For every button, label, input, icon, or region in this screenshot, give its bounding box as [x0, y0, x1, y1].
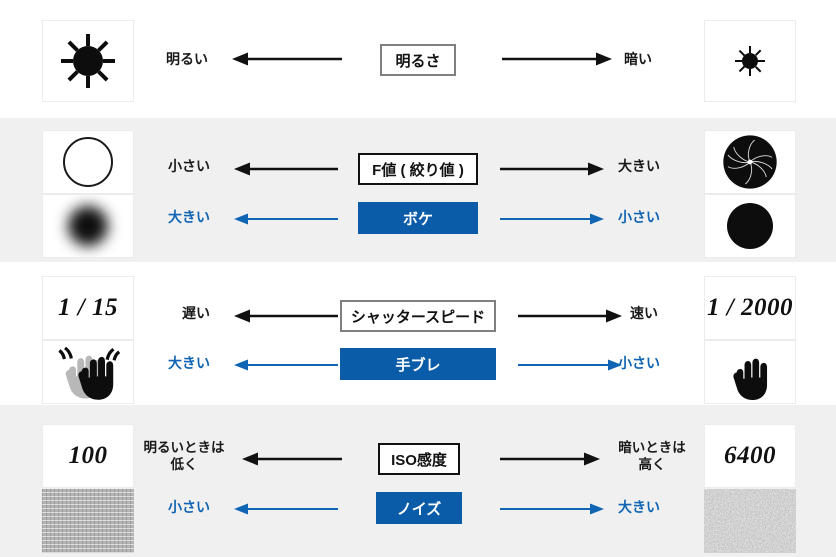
shutter-left-arrow: [234, 307, 338, 325]
bokeh-right-label: 小さい: [618, 209, 660, 226]
noise-right-arrow: [500, 501, 604, 517]
thumbnail-hand-steady: [704, 340, 796, 404]
shutter-right-value: 1 / 2000: [707, 294, 793, 321]
steady-hand-icon: [733, 358, 768, 400]
bokeh-center-label: ボケ: [358, 202, 478, 234]
thumbnail-hand-shake: [42, 340, 134, 404]
shake-center-label: 手ブレ: [340, 348, 496, 380]
bokeh-left-label: 大きい: [168, 209, 210, 226]
iso-right-label-line1: 暗いときは: [618, 440, 686, 455]
thumbnail-sun-large: [42, 20, 134, 102]
bokeh-right-arrow: [500, 211, 604, 227]
shutter-right-arrow: [518, 307, 622, 325]
band-aperture: [0, 118, 836, 262]
band-iso: [0, 405, 836, 557]
bokeh-blurred-circle-icon: [68, 206, 108, 246]
iso-right-label: 暗いときは 高く: [606, 440, 698, 478]
brightness-left-arrow: [232, 50, 342, 68]
band-shutter-speed: [0, 262, 836, 405]
iso-left-label-line2: 低く: [170, 456, 198, 472]
aperture-right-arrow: [500, 160, 604, 178]
iso-right-arrow: [500, 450, 600, 468]
brightness-center-label: 明るさ: [380, 44, 456, 76]
shaking-hand-icon: [58, 346, 121, 400]
thumbnail-shutter-fast-value: 1 / 2000: [704, 276, 796, 340]
iso-right-label-line2: 高く: [638, 456, 666, 472]
thumbnail-iso-low-value: 100: [42, 424, 134, 488]
shutter-right-label: 速い: [630, 305, 658, 322]
aperture-left-arrow: [234, 160, 338, 178]
thumbnail-sharp-circle: [704, 194, 796, 258]
iso-right-value: 6400: [724, 442, 776, 469]
shake-right-label: 小さい: [618, 355, 660, 372]
noise-center-label: ノイズ: [376, 492, 462, 524]
thumbnail-iso-high-value: 6400: [704, 424, 796, 488]
aperture-right-label: 大きい: [618, 158, 660, 175]
bokeh-left-arrow: [234, 211, 338, 227]
iso-left-label-line1: 明るいときは: [143, 440, 225, 455]
sun-small-icon: [733, 44, 767, 78]
shake-right-arrow: [518, 357, 622, 373]
aperture-left-label: 小さい: [168, 158, 210, 175]
high-noise-texture-icon: [704, 489, 796, 553]
brightness-right-label: 暗い: [624, 51, 652, 68]
aperture-closed-icon: [723, 135, 777, 189]
brightness-right-arrow: [502, 50, 612, 68]
thumbnail-aperture-open: [42, 130, 134, 194]
thumbnail-noise-high: [704, 489, 796, 553]
thumbnail-bokeh-large: [42, 194, 134, 258]
aperture-open-icon: [63, 137, 113, 187]
thumbnail-sun-small: [704, 20, 796, 102]
shutter-center-label: シャッタースピード: [340, 300, 496, 332]
thumbnail-aperture-closed: [704, 130, 796, 194]
iso-left-label: 明るいときは 低く: [136, 440, 232, 478]
iso-center-label: ISO感度: [378, 443, 460, 475]
brightness-left-label: 明るい: [166, 51, 208, 68]
aperture-center-label: F値 ( 絞り値 ): [358, 153, 478, 185]
iso-left-value: 100: [68, 442, 108, 469]
shutter-left-label: 遅い: [182, 305, 210, 322]
thumbnail-shutter-slow-value: 1 / 15: [42, 276, 134, 340]
iso-left-arrow: [242, 450, 342, 468]
thumbnail-noise-low: [42, 489, 134, 553]
noise-left-label: 小さい: [168, 499, 210, 516]
noise-right-label: 大きい: [618, 499, 660, 516]
low-noise-texture-icon: [42, 489, 134, 553]
shake-left-arrow: [234, 357, 338, 373]
sun-large-icon: [57, 30, 119, 92]
shutter-left-value: 1 / 15: [58, 294, 118, 321]
sharp-circle-icon: [727, 203, 773, 249]
noise-left-arrow: [234, 501, 338, 517]
shake-left-label: 大きい: [168, 355, 210, 372]
